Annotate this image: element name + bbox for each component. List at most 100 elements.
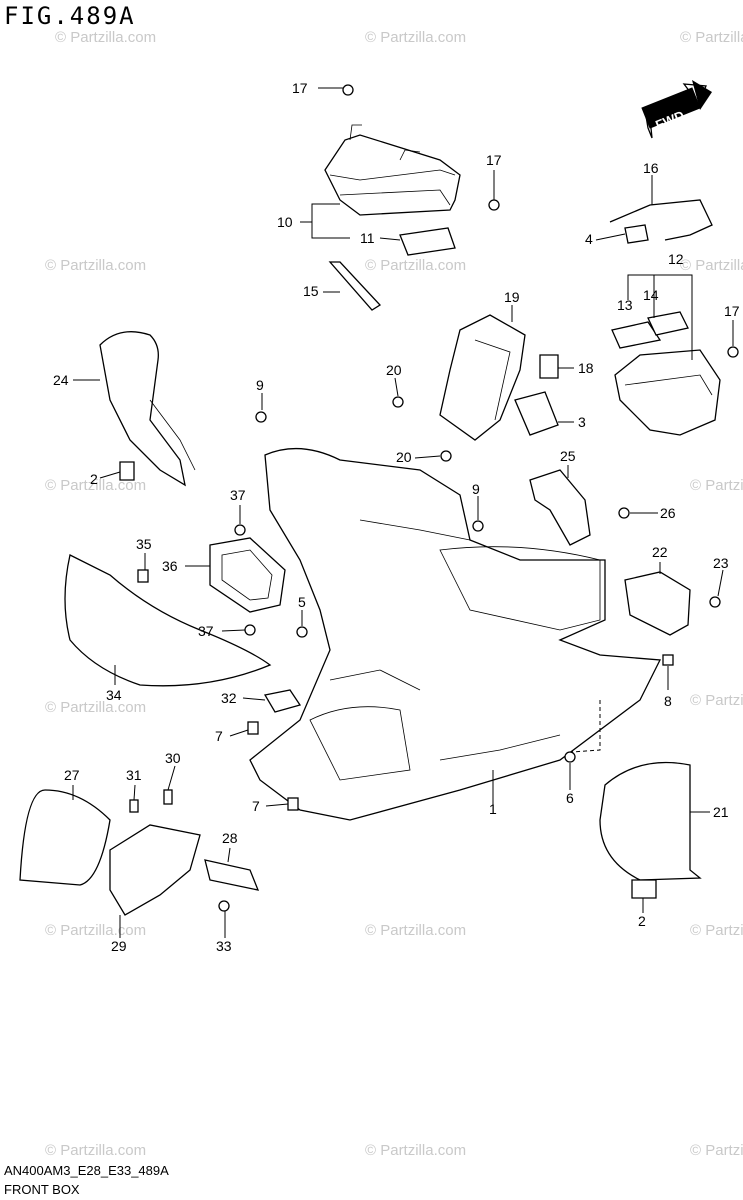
callout-1: 1 <box>489 801 497 817</box>
part-21-side-cover <box>599 761 702 881</box>
watermarks: © Partzilla.com © Partzilla.com © Partzi… <box>45 29 743 1159</box>
callout-19: 19 <box>504 289 520 305</box>
clip-7a-icon <box>247 721 259 735</box>
callout-22: 22 <box>652 544 668 560</box>
callout-8: 8 <box>664 693 672 709</box>
callout-16: 16 <box>643 160 659 176</box>
watermark: © Partzilla.com <box>680 29 743 46</box>
part-29-bracket <box>109 824 201 916</box>
part-2-clip-b <box>631 879 657 899</box>
watermark: © Partzilla.com <box>45 257 146 274</box>
part-24-side-cover <box>99 331 196 487</box>
callout-13: 13 <box>617 297 633 313</box>
watermark: © Partzilla.com <box>690 922 743 939</box>
callout-25: 25 <box>560 448 576 464</box>
watermark: © Partzilla.com <box>365 29 466 46</box>
callout-5: 5 <box>298 594 306 610</box>
callout-37: 37 <box>230 487 246 503</box>
callout-2: 2 <box>638 913 646 929</box>
callout-3: 3 <box>578 414 586 430</box>
callout-12: 12 <box>668 251 684 267</box>
part-36-frame <box>209 537 286 613</box>
callout-20: 20 <box>386 362 402 378</box>
callout-9: 9 <box>256 377 264 393</box>
part-27-lid <box>19 789 111 886</box>
part-3-pad <box>514 391 559 436</box>
callout-10: 10 <box>277 214 293 230</box>
bolt-20a-icon <box>392 396 404 408</box>
watermark: © Partzilla.com <box>45 922 146 939</box>
watermark: © Partzilla.com <box>365 922 466 939</box>
bolt-26-icon <box>618 507 630 519</box>
part-22-bracket <box>624 571 691 636</box>
bolt-6-icon <box>564 751 576 763</box>
callout-36: 36 <box>162 558 178 574</box>
callout-17: 17 <box>486 152 502 168</box>
watermark: © Partzilla.com <box>690 477 743 494</box>
callout-28: 28 <box>222 830 238 846</box>
callout-31: 31 <box>126 767 142 783</box>
part-34-panel <box>64 554 272 687</box>
watermark: © Partzilla.com <box>690 1142 743 1159</box>
leader-lines <box>72 87 734 938</box>
watermark: © Partzilla.com <box>45 477 146 494</box>
bolt-37b-icon <box>244 624 256 636</box>
callout-32: 32 <box>221 690 237 706</box>
callout-7: 7 <box>252 798 260 814</box>
callout-35: 35 <box>136 536 152 552</box>
part-10-upper-cover <box>324 124 461 216</box>
bolt-17b-icon <box>488 199 500 211</box>
callout-27: 27 <box>64 767 80 783</box>
callout-30: 30 <box>165 750 181 766</box>
callout-17: 17 <box>724 303 740 319</box>
callout-6: 6 <box>566 790 574 806</box>
part-28-part <box>204 859 260 891</box>
callouts: 17 17 16 10 11 4 12 15 19 13 14 17 24 20… <box>53 80 740 954</box>
fwd-arrow-icon: FWD <box>641 80 712 139</box>
callout-4: 4 <box>585 231 593 247</box>
callout-21: 21 <box>713 804 729 820</box>
part-11-pad <box>399 227 456 256</box>
callout-11: 11 <box>360 230 375 246</box>
part-4-block <box>624 224 649 244</box>
callout-26: 26 <box>660 505 676 521</box>
callout-17: 17 <box>292 80 308 96</box>
callout-2: 2 <box>90 471 98 487</box>
callout-29: 29 <box>111 938 127 954</box>
clip-8-icon <box>662 654 674 666</box>
clip-35-icon <box>137 569 149 583</box>
part-16-bracket <box>609 199 713 241</box>
part-2-clip <box>119 461 135 481</box>
fasteners <box>129 84 739 912</box>
watermark: © Partzilla.com <box>365 1142 466 1159</box>
clip-31-icon <box>129 799 139 813</box>
watermark: © Partzilla.com <box>55 29 156 46</box>
clip-7b-icon <box>287 797 299 811</box>
callout-9: 9 <box>472 481 480 497</box>
callout-20: 20 <box>396 449 412 465</box>
callout-14: 14 <box>643 287 659 303</box>
callout-15: 15 <box>303 283 319 299</box>
watermark: © Partzilla.com <box>690 692 743 709</box>
callout-37: 37 <box>198 623 214 639</box>
clip-30-icon <box>163 789 173 805</box>
part-1-front-box <box>249 447 662 821</box>
bolt-37a-icon <box>234 524 246 536</box>
figure-caption: FRONT BOX <box>4 1182 80 1197</box>
part-18-block <box>539 354 559 379</box>
bolt-9b-icon <box>472 520 484 532</box>
callout-24: 24 <box>53 372 69 388</box>
figure-title: FIG.489A <box>4 2 136 30</box>
bolt-20b-icon <box>440 450 452 462</box>
part-14-pad <box>647 311 689 336</box>
part-15-strip <box>328 261 382 311</box>
part-25-bracket <box>529 469 591 546</box>
bolt-17a-icon <box>342 84 354 96</box>
watermark: © Partzilla.com <box>45 699 146 716</box>
figure-code: AN400AM3_E28_E33_489A <box>4 1163 169 1178</box>
part-13-pad <box>611 321 662 349</box>
callout-33: 33 <box>216 938 232 954</box>
bolt-17c-icon <box>727 346 739 358</box>
watermark: © Partzilla.com <box>45 1142 146 1159</box>
